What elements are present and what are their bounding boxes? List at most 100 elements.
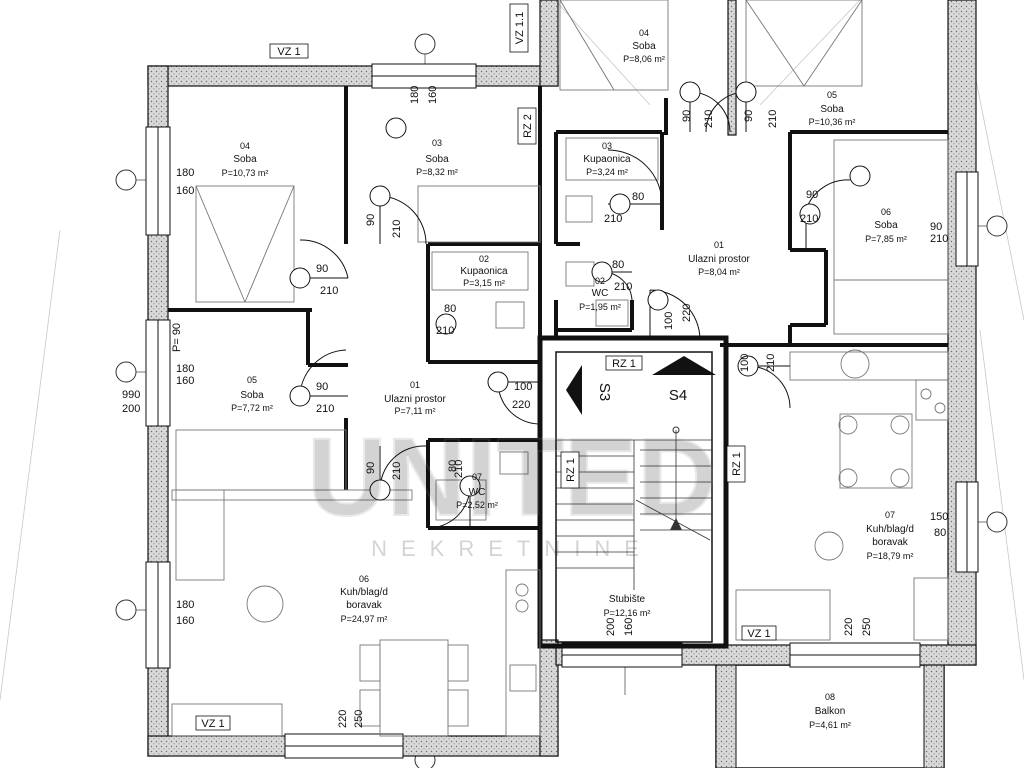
balcony: [715, 664, 945, 768]
svg-text:P=3,15 m²: P=3,15 m²: [463, 278, 505, 288]
tag-rz1-right: RZ 1: [731, 452, 743, 476]
svg-text:180: 180: [176, 599, 194, 611]
svg-text:80: 80: [444, 303, 456, 315]
svg-text:220: 220: [681, 304, 693, 322]
tag-rz2: RZ 2: [522, 114, 534, 138]
svg-text:Kuh/blag/d: Kuh/blag/d: [340, 587, 388, 598]
svg-text:P=1,95 m²: P=1,95 m²: [579, 302, 621, 312]
svg-text:07: 07: [885, 510, 895, 520]
svg-text:P=10,73 m²: P=10,73 m²: [222, 168, 269, 178]
svg-text:05: 05: [247, 375, 257, 385]
svg-text:02: 02: [595, 276, 605, 286]
tag-vz11: VZ 1.1: [514, 12, 526, 44]
stair-label-s4: S4: [669, 387, 687, 404]
svg-text:Soba: Soba: [425, 154, 449, 165]
svg-text:90: 90: [681, 110, 693, 122]
dimensions: 180 160 180 160 210 90 210 90 210 80 210…: [122, 86, 948, 728]
room-stairs: Stubište P=12,16 m²: [604, 594, 651, 618]
svg-text:P=2,52 m²: P=2,52 m²: [456, 500, 498, 510]
room-balcony: 08 Balkon P=4,61 m²: [809, 692, 851, 730]
svg-text:Soba: Soba: [233, 154, 257, 165]
room-01-right: 01 Ulazni prostor P=8,04 m²: [688, 240, 750, 277]
svg-text:210: 210: [800, 213, 818, 225]
svg-text:P=4,61 m²: P=4,61 m²: [809, 720, 851, 730]
svg-text:01: 01: [714, 240, 724, 250]
svg-text:WC: WC: [592, 288, 609, 299]
svg-text:160: 160: [176, 375, 194, 387]
svg-text:P=8,04 m²: P=8,04 m²: [698, 267, 740, 277]
room-03-left: 03 Soba P=8,32 m²: [416, 138, 458, 177]
door-markers: [289, 81, 871, 501]
svg-text:P=7,72 m²: P=7,72 m²: [231, 403, 273, 413]
svg-text:210: 210: [767, 110, 779, 128]
svg-text:990: 990: [122, 389, 140, 401]
svg-text:160: 160: [623, 618, 635, 636]
room-05-right: 05 Soba P=10,36 m²: [809, 90, 856, 127]
stair-core: [537, 335, 729, 649]
svg-text:80: 80: [632, 191, 644, 203]
svg-text:Stubište: Stubište: [609, 594, 646, 605]
svg-text:03: 03: [602, 141, 612, 151]
svg-text:90: 90: [806, 189, 818, 201]
svg-text:WC: WC: [469, 487, 486, 498]
room-03-right: 03 Kupaonica P=3,24 m²: [583, 141, 631, 177]
tag-vz1-right: VZ 1: [747, 628, 770, 640]
stair-label-s3: S3: [596, 383, 613, 401]
svg-text:P=24,97 m²: P=24,97 m²: [341, 614, 388, 624]
room-05-left: 05 Soba P=7,72 m²: [231, 375, 273, 413]
tag-vz1-bottom: VZ 1: [201, 718, 224, 730]
svg-text:210: 210: [614, 281, 632, 293]
svg-text:90: 90: [316, 381, 328, 393]
svg-text:boravak: boravak: [872, 537, 909, 548]
room-01-left: 01 Ulazni prostor P=7,11 m²: [384, 380, 446, 416]
svg-text:Ulazni prostor: Ulazni prostor: [384, 394, 446, 405]
svg-text:180: 180: [409, 86, 421, 104]
svg-text:05: 05: [827, 90, 837, 100]
svg-text:02: 02: [479, 254, 489, 264]
svg-text:07: 07: [472, 472, 482, 482]
svg-text:Kupaonica: Kupaonica: [583, 154, 631, 165]
svg-text:P=12,16 m²: P=12,16 m²: [604, 608, 651, 618]
svg-text:P=10,36 m²: P=10,36 m²: [809, 117, 856, 127]
svg-text:90: 90: [365, 214, 377, 226]
watermark-subtitle: NEKRETNINE: [371, 536, 653, 561]
svg-text:P=7,85 m²: P=7,85 m²: [865, 234, 907, 244]
svg-text:P=3,24 m²: P=3,24 m²: [586, 167, 628, 177]
watermark-title: UNITED: [307, 416, 716, 539]
svg-text:210: 210: [391, 220, 403, 238]
svg-text:80: 80: [612, 259, 624, 271]
svg-text:04: 04: [240, 141, 250, 151]
svg-text:160: 160: [427, 86, 439, 104]
svg-text:210: 210: [320, 285, 338, 297]
svg-text:160: 160: [176, 615, 194, 627]
room-06-right: 06 Soba P=7,85 m²: [865, 207, 907, 244]
room-04-left: 04 Soba P=10,73 m²: [222, 141, 269, 178]
svg-text:200: 200: [605, 618, 617, 636]
svg-text:100: 100: [514, 381, 532, 393]
svg-text:Soba: Soba: [632, 41, 656, 52]
svg-text:P=8,06 m²: P=8,06 m²: [623, 54, 665, 64]
svg-text:08: 08: [825, 692, 835, 702]
svg-text:150: 150: [930, 511, 948, 523]
room-02-left: 02 Kupaonica P=3,15 m²: [460, 254, 508, 288]
windows: [145, 63, 979, 759]
svg-text:Soba: Soba: [240, 390, 264, 401]
svg-text:250: 250: [861, 618, 873, 636]
svg-text:220: 220: [512, 399, 530, 411]
svg-text:210: 210: [765, 354, 777, 372]
svg-text:210: 210: [930, 233, 948, 245]
svg-text:210: 210: [604, 213, 622, 225]
svg-text:90: 90: [743, 110, 755, 122]
svg-text:250: 250: [353, 710, 365, 728]
room-07-right: 07 Kuh/blag/d boravak P=18,79 m²: [866, 510, 914, 561]
svg-text:210: 210: [703, 110, 715, 128]
svg-text:04: 04: [639, 28, 649, 38]
svg-text:Balkon: Balkon: [815, 706, 846, 717]
svg-text:220: 220: [337, 710, 349, 728]
svg-text:210: 210: [316, 403, 334, 415]
svg-text:90: 90: [316, 263, 328, 275]
svg-text:210: 210: [436, 325, 454, 337]
svg-text:90: 90: [365, 462, 377, 474]
room-04-right: 04 Soba P=8,06 m²: [623, 28, 665, 64]
